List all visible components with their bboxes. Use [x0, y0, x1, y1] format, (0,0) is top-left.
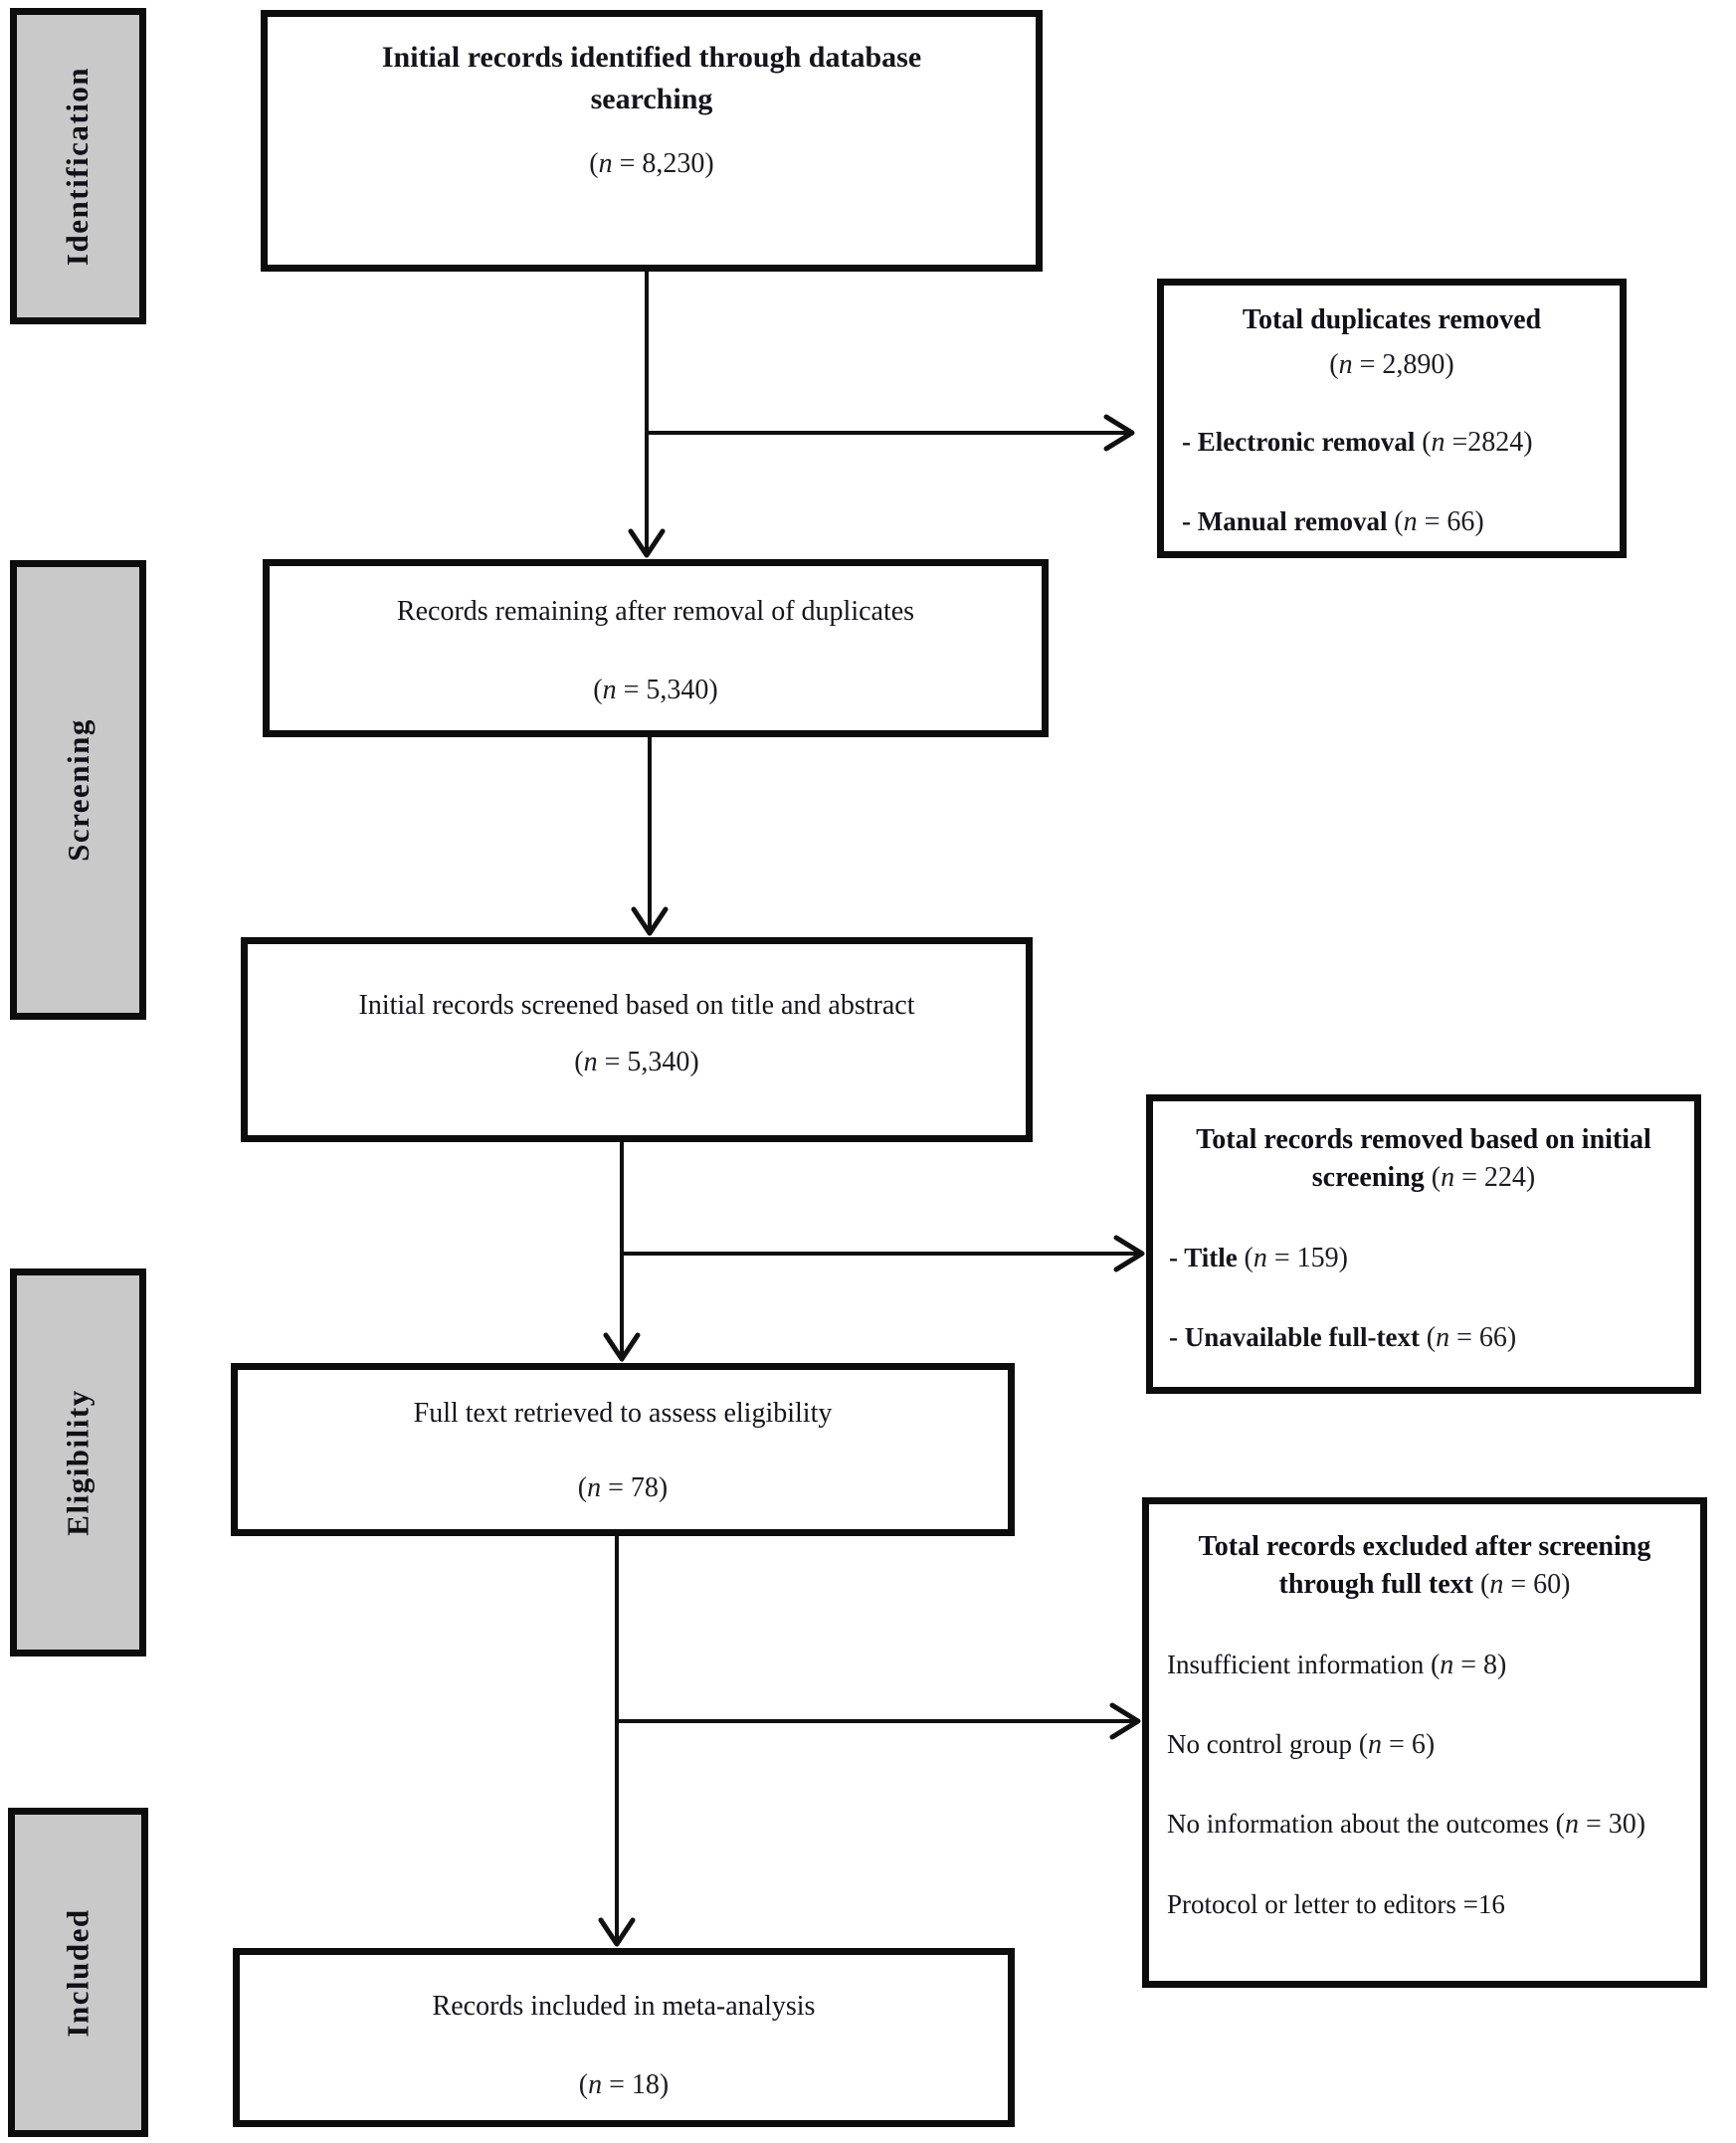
arrowhead-right-2: [1113, 1235, 1145, 1272]
list-item: - Electronic removal (n =2824): [1182, 426, 1533, 458]
box-count: (n = 5,340): [574, 1047, 699, 1078]
list-item: Protocol or letter to editors =16: [1167, 1888, 1505, 1919]
list-item: - Title (n = 159): [1169, 1242, 1348, 1273]
stage-label: Screening: [60, 718, 96, 862]
side-box-title: Total duplicates removed: [1242, 304, 1542, 335]
arrowhead-down-3: [603, 1332, 641, 1362]
box-title: Initial records identified through datab…: [381, 41, 922, 115]
box-title: Full text retrieved to assess eligibilit…: [413, 1398, 833, 1429]
flow-box-records-screened: Initial records screened based on title …: [241, 937, 1033, 1142]
side-box-duplicates-removed: Total duplicates removed (n = 2,890) - E…: [1157, 279, 1627, 558]
box-count: (n = 8,230): [589, 148, 714, 179]
stage-label: Identification: [60, 66, 96, 267]
box-count: (n = 78): [577, 1472, 669, 1504]
stage-label: Eligibility: [60, 1389, 96, 1536]
side-box-fulltext-excluded: Total records excluded after screening t…: [1142, 1497, 1707, 1988]
flow-box-records-remaining: Records remaining after removal of dupli…: [263, 559, 1049, 737]
box-title: Records remaining after removal of dupli…: [396, 596, 915, 627]
flow-box-included-meta-analysis: Records included in meta-analysis (n = 1…: [233, 1948, 1015, 2127]
side-box-title: Total records excluded after screening t…: [1198, 1531, 1651, 1600]
side-box-items: - Title (n = 159) - Unavailable full-tex…: [1169, 1241, 1678, 1357]
stage-screening: Screening: [10, 560, 146, 1020]
list-item: - Manual removal (n = 66): [1182, 506, 1484, 538]
box-title: Initial records screened based on title …: [358, 990, 915, 1021]
side-box-items: - Electronic removal (n =2824) - Manual …: [1182, 425, 1602, 541]
list-item: No control group (n = 6): [1167, 1728, 1436, 1760]
stage-included: Included: [8, 1808, 148, 2137]
arrowhead-right-1: [1103, 414, 1135, 452]
side-box-count: (n = 2,890): [1329, 348, 1454, 380]
arrowhead-down-2: [631, 906, 669, 936]
flow-box-fulltext-retrieved: Full text retrieved to assess eligibilit…: [231, 1363, 1015, 1536]
stage-label: Included: [60, 1907, 96, 2038]
flow-box-records-identified: Initial records identified through datab…: [261, 10, 1043, 272]
arrowhead-down-1: [628, 528, 666, 558]
box-count: (n = 5,340): [593, 675, 718, 706]
box-title: Records included in meta-analysis: [432, 1991, 816, 2022]
side-box-items: Insufficient information (n = 8) No cont…: [1167, 1648, 1682, 1924]
box-count: (n = 18): [578, 2069, 670, 2101]
arrowhead-right-3: [1109, 1702, 1141, 1740]
stage-eligibility: Eligibility: [10, 1268, 146, 1656]
side-box-title: Total records removed based on initial s…: [1196, 1124, 1651, 1193]
list-item: Insufficient information (n = 8): [1167, 1649, 1507, 1680]
arrowhead-down-4: [598, 1917, 636, 1947]
stage-identification: Identification: [10, 8, 146, 324]
side-box-initial-screening-removed: Total records removed based on initial s…: [1146, 1094, 1701, 1394]
list-item: No information about the outcomes (n = 3…: [1167, 1809, 1646, 1841]
list-item: - Unavailable full-text (n = 66): [1169, 1321, 1517, 1353]
